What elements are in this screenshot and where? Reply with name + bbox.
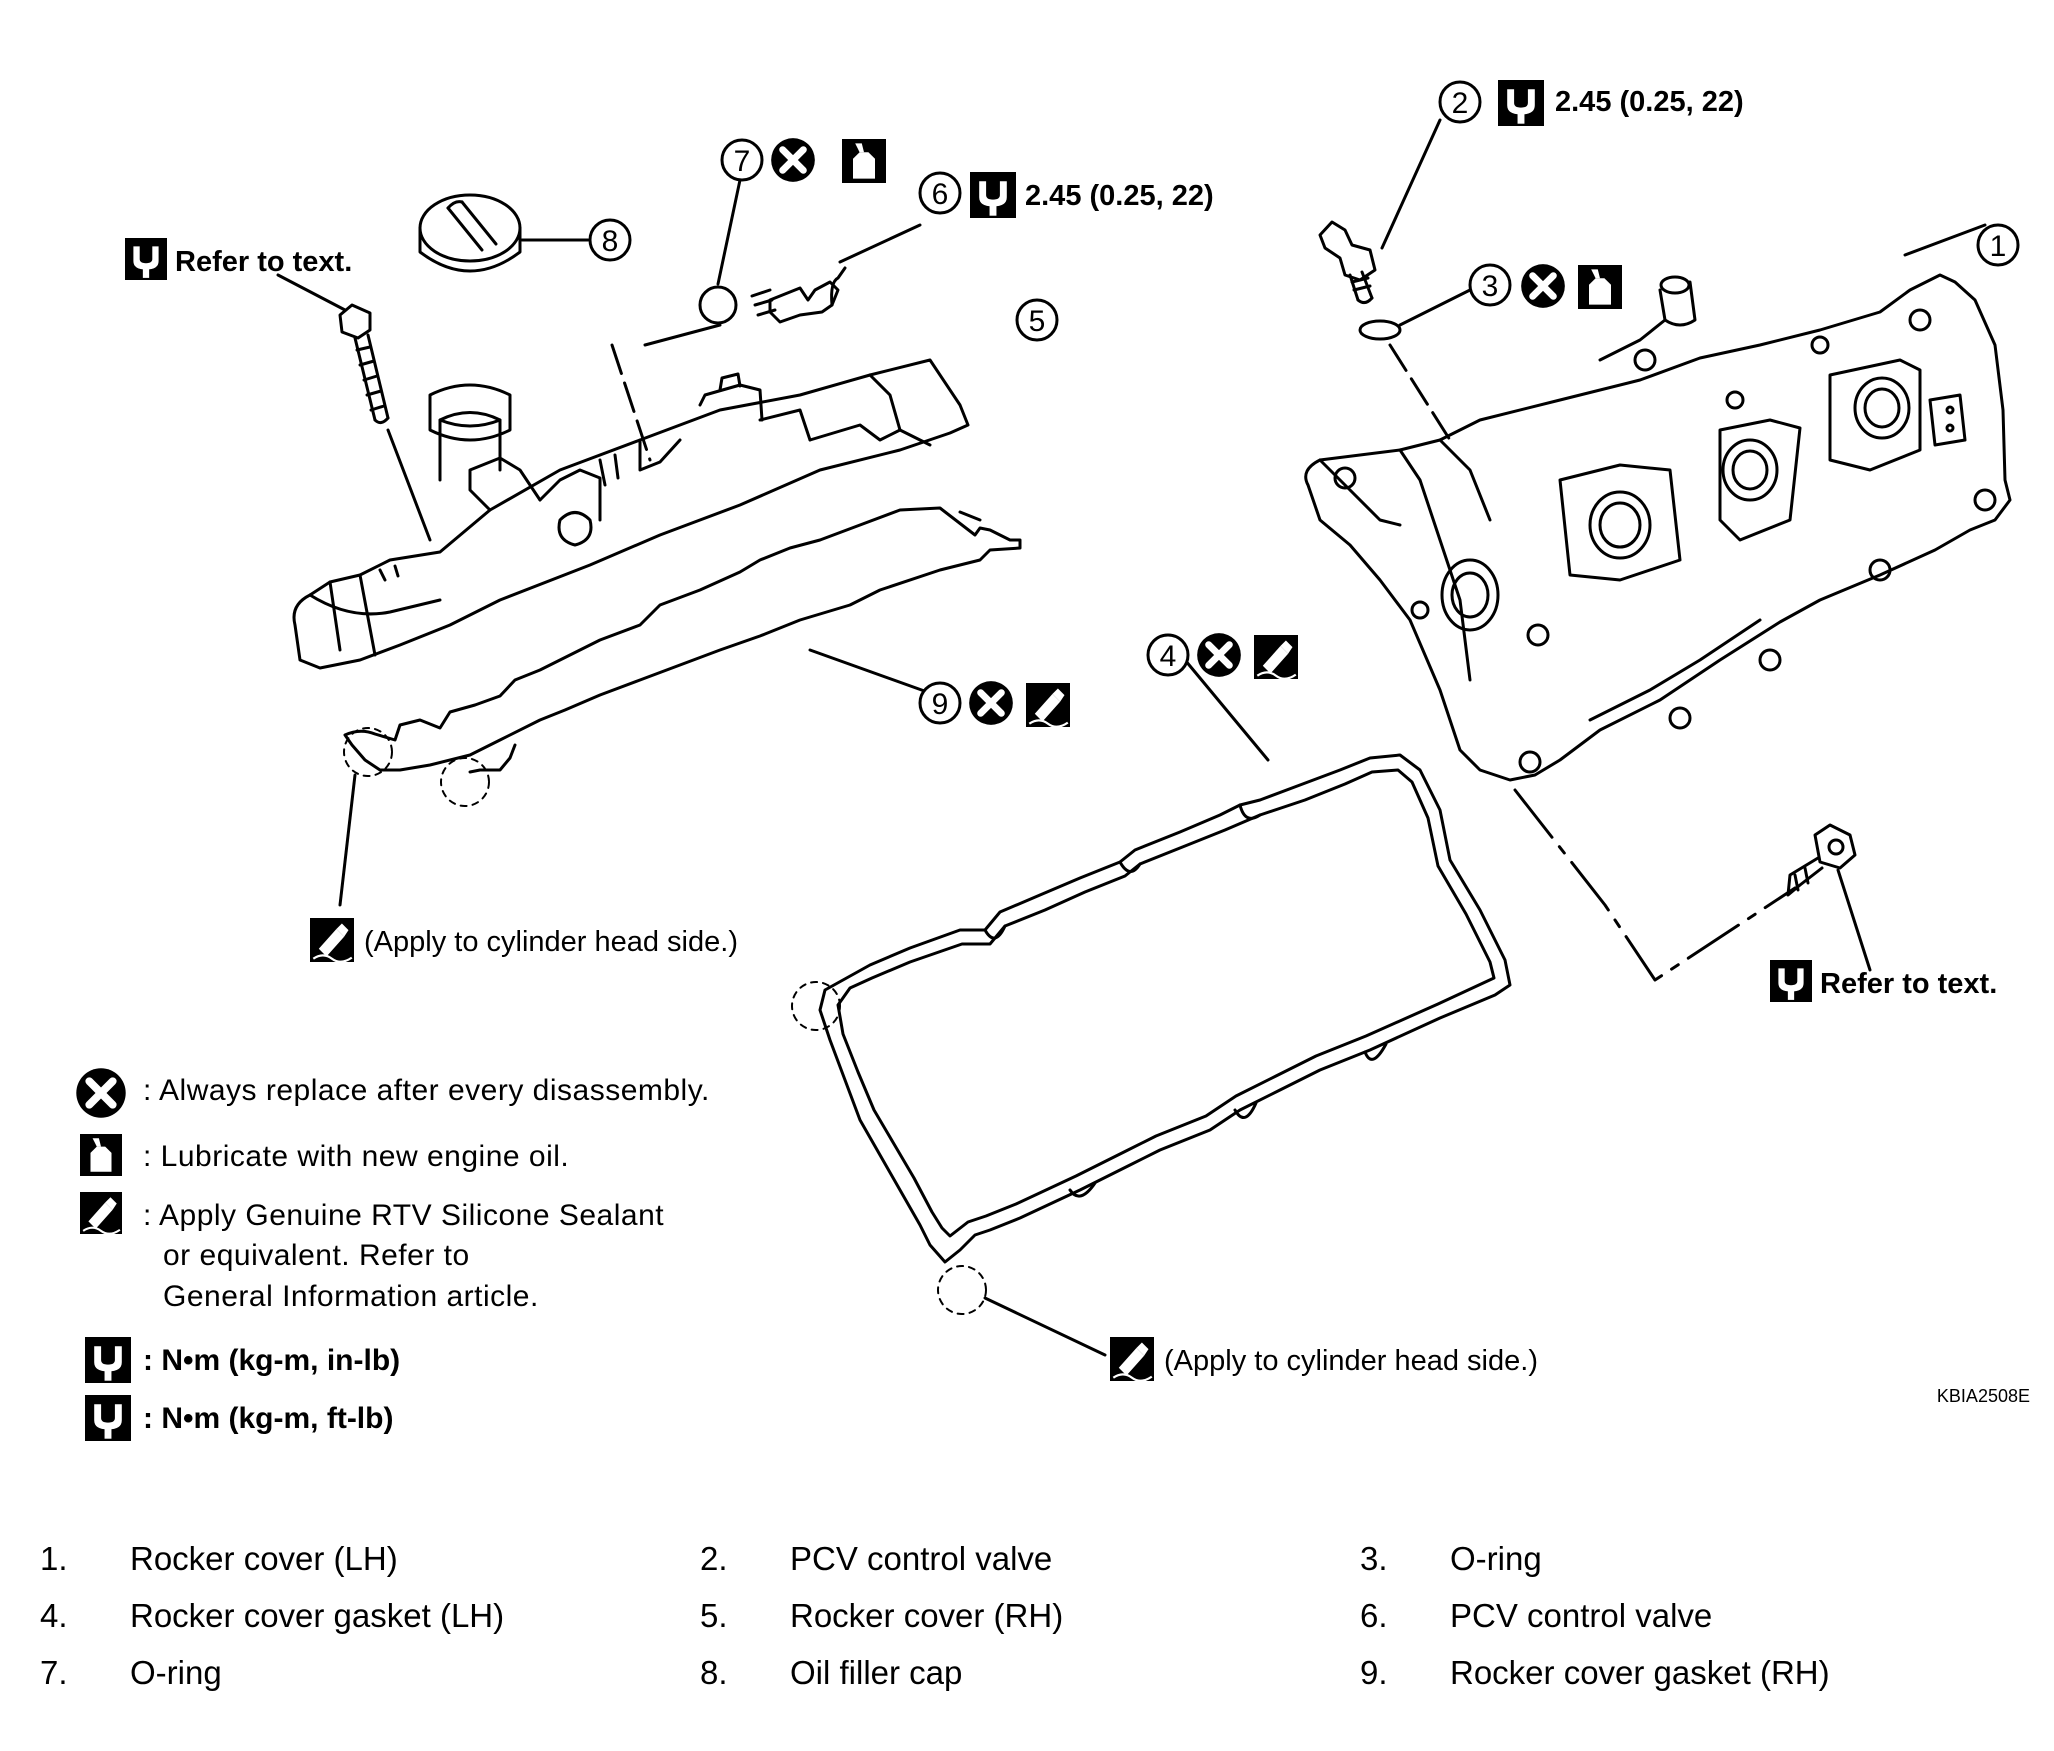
apply-note-lh-gasket: (Apply to cylinder head side.) <box>1164 1345 1538 1377</box>
part-number: 4. <box>40 1596 68 1634</box>
figure-reference: KBIA2508E <box>1937 1386 2030 1406</box>
part-number: 9. <box>1360 1653 1388 1691</box>
callout-7: 7 <box>734 145 751 178</box>
torque-wrench-icon <box>125 238 167 280</box>
callout-9: 9 <box>932 688 949 721</box>
sealant-tube-icon <box>1110 1337 1154 1381</box>
callout-4: 4 <box>1160 640 1177 673</box>
legend-sealant-line3: General Information article. <box>163 1280 539 1313</box>
list-item: 6. PCV control valve <box>1360 1597 2020 1635</box>
legend-replace: : Always replace after every disassembly… <box>143 1074 710 1107</box>
callout-3: 3 <box>1482 270 1499 303</box>
legend-oil-can-icon <box>80 1134 122 1176</box>
callout-1: 1 <box>1990 230 2007 263</box>
sealant-tube-icon <box>1026 683 1070 727</box>
oil-filler-cap <box>418 193 522 273</box>
part-name: Rocker cover gasket (LH) <box>130 1596 505 1634</box>
part-name: Rocker cover (RH) <box>790 1596 1064 1634</box>
x-circle-icon <box>1521 264 1565 308</box>
legend-sealant-line1: : Apply Genuine RTV Silicone Sealant <box>143 1199 664 1232</box>
torque-wrench-icon <box>970 172 1016 218</box>
callout-6: 6 <box>932 178 949 211</box>
part-name: Rocker cover gasket (RH) <box>1450 1653 1830 1691</box>
bolt-rh <box>1786 823 1857 897</box>
legend-torque-ftlb-icon <box>85 1395 131 1441</box>
o-ring-rh <box>1358 319 1402 341</box>
part-name: PCV control valve <box>1450 1596 1713 1634</box>
pcv-valve-lh-torque-spec: 2.45 (0.25, 22) <box>1025 180 1214 212</box>
list-item: 3. O-ring <box>1360 1540 2020 1578</box>
part-name: O-ring <box>1450 1539 1542 1577</box>
refer-to-text-rh: Refer to text. <box>1820 968 1997 1000</box>
list-item: 7. O-ring <box>40 1654 700 1692</box>
part-number: 2. <box>700 1539 728 1577</box>
legend-lubricate: : Lubricate with new engine oil. <box>143 1140 569 1173</box>
o-ring-lh <box>698 285 738 325</box>
x-circle-icon <box>1197 633 1241 677</box>
callout-2: 2 <box>1452 87 1469 120</box>
legend-sealant-tube-icon <box>80 1192 122 1234</box>
parts-list: 1. Rocker cover (LH) 2. PCV control valv… <box>40 1530 2020 1701</box>
x-circle-icon <box>969 681 1013 725</box>
part-number: 1. <box>40 1539 68 1577</box>
part-number: 6. <box>1360 1596 1388 1634</box>
callout-5: 5 <box>1029 305 1046 338</box>
legend-torque-ftlb: : N•m (kg-m, ft-lb) <box>143 1402 393 1435</box>
list-item: 4. Rocker cover gasket (LH) <box>40 1597 700 1635</box>
bolt-lh <box>338 303 390 425</box>
part-name: PCV control valve <box>790 1539 1053 1577</box>
torque-wrench-icon <box>1770 960 1812 1002</box>
sealant-tube-icon <box>310 918 354 962</box>
pcv-valve-lh <box>750 266 847 324</box>
part-number: 5. <box>700 1596 728 1634</box>
part-number: 7. <box>40 1653 68 1691</box>
list-item: 1. Rocker cover (LH) <box>40 1540 700 1578</box>
part-name: O-ring <box>130 1653 222 1691</box>
rocker-cover-rh <box>292 358 970 670</box>
rocker-cover-lh <box>1304 273 2012 782</box>
legend-x-circle-icon <box>76 1068 125 1117</box>
part-name: Oil filler cap <box>790 1653 963 1691</box>
part-name: Rocker cover (LH) <box>130 1539 398 1577</box>
parts-row: 4. Rocker cover gasket (LH) 5. Rocker co… <box>40 1587 2020 1644</box>
pcv-valve-rh-torque-spec: 2.45 (0.25, 22) <box>1555 86 1744 118</box>
rocker-cover-gasket-rh <box>343 506 1022 774</box>
parts-row: 1. Rocker cover (LH) 2. PCV control valv… <box>40 1530 2020 1587</box>
legend-torque-inlb: : N•m (kg-m, in-lb) <box>143 1344 400 1377</box>
refer-to-text-lh: Refer to text. <box>175 246 352 278</box>
part-number: 3. <box>1360 1539 1388 1577</box>
legend-sealant-line2: or equivalent. Refer to <box>163 1239 470 1272</box>
callout-8: 8 <box>602 225 619 258</box>
list-item: 9. Rocker cover gasket (RH) <box>1360 1654 2020 1692</box>
part-number: 8. <box>700 1653 728 1691</box>
pcv-valve-rh <box>1318 220 1377 305</box>
sealant-tube-icon <box>1254 635 1298 679</box>
list-item: 5. Rocker cover (RH) <box>700 1597 1360 1635</box>
torque-wrench-icon <box>1498 80 1544 126</box>
x-circle-icon <box>771 138 815 182</box>
rocker-cover-gasket-lh <box>818 753 1512 1264</box>
apply-note-rh-gasket: (Apply to cylinder head side.) <box>364 926 738 958</box>
parts-row: 7. O-ring 8. Oil filler cap 9. Rocker co… <box>40 1644 2020 1701</box>
oil-can-icon <box>1578 265 1622 309</box>
list-item: 8. Oil filler cap <box>700 1654 1360 1692</box>
legend-torque-inlb-icon <box>85 1337 131 1383</box>
list-item: 2. PCV control valve <box>700 1540 1360 1578</box>
oil-can-icon <box>842 139 886 183</box>
